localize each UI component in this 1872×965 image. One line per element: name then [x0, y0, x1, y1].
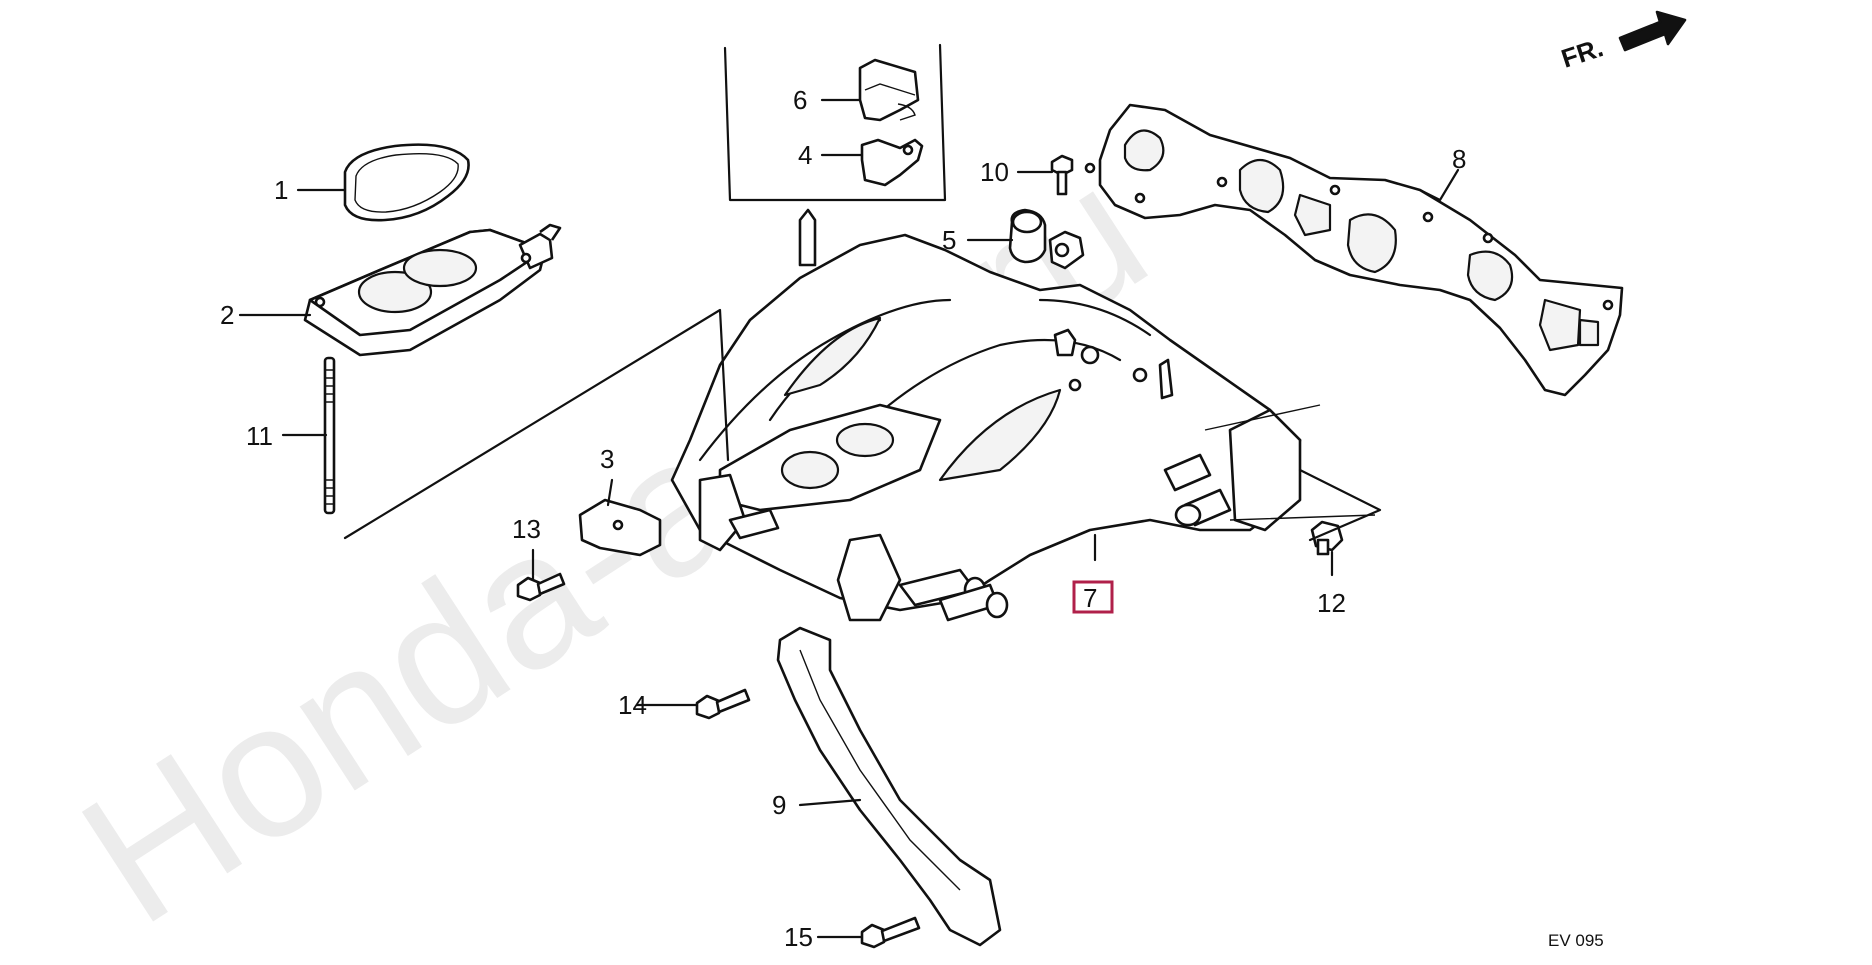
part-9-stay — [776, 626, 1002, 947]
callout-4[interactable]: 4 — [798, 140, 812, 170]
callout-7[interactable]: 7 — [1083, 583, 1097, 613]
callout-13[interactable]: 13 — [512, 514, 541, 544]
callout-labels: 1 2 3 4 5 6 7 8 9 10 11 12 13 14 15 — [220, 85, 1466, 952]
callout-2[interactable]: 2 — [220, 300, 234, 330]
leader-lines — [238, 98, 1460, 939]
callout-3[interactable]: 3 — [600, 444, 614, 474]
part-10-bolt — [1050, 154, 1074, 196]
selected-callout-highlight — [1072, 580, 1114, 614]
part-6-clip — [858, 58, 920, 122]
callout-5[interactable]: 5 — [942, 225, 956, 255]
part-4-bracket — [860, 138, 924, 187]
callout-14[interactable]: 14 — [618, 690, 647, 720]
diagram-code: EV 095 — [1548, 931, 1604, 950]
callout-10[interactable]: 10 — [980, 157, 1009, 187]
part-11-stud — [323, 356, 336, 515]
part-8-gasket — [1084, 103, 1624, 397]
part-2-plate — [303, 223, 562, 357]
callout-1[interactable]: 1 — [274, 175, 288, 205]
callout-8[interactable]: 8 — [1452, 144, 1466, 174]
front-direction-label: FR. — [1558, 32, 1607, 73]
part-1-gasket — [343, 143, 470, 222]
part-14-bolt — [695, 688, 751, 720]
part-13-bolt — [516, 572, 566, 602]
inset-box — [723, 43, 947, 202]
part-7-intake-manifold — [670, 208, 1376, 622]
part-5-grommet — [1008, 208, 1085, 270]
callout-11[interactable]: 11 — [246, 421, 273, 451]
callout-9[interactable]: 9 — [772, 790, 786, 820]
part-3-bracket — [578, 478, 662, 557]
callout-6[interactable]: 6 — [793, 85, 807, 115]
front-direction-arrow: FR. — [1558, 10, 1687, 74]
callout-12[interactable]: 12 — [1317, 588, 1346, 618]
part-15-bolt — [860, 916, 921, 949]
callout-15[interactable]: 15 — [784, 922, 813, 952]
